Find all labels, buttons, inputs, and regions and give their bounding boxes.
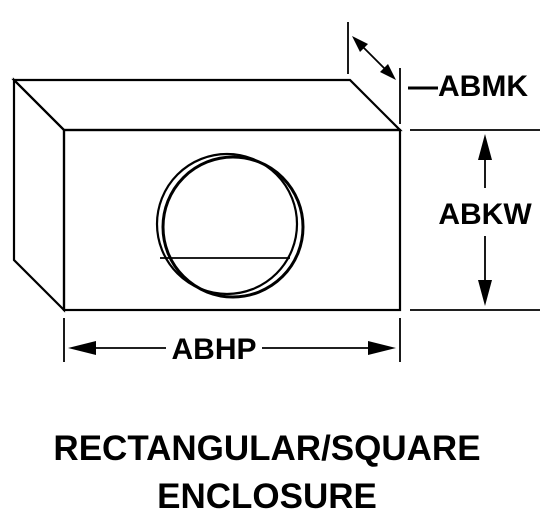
depth-dimension: —ABMK bbox=[347, 22, 528, 124]
width-label: ABHP bbox=[171, 333, 256, 366]
enclosure-box bbox=[11, 77, 403, 313]
height-dimension: ABKW bbox=[410, 129, 540, 311]
depth-arrowhead-lower bbox=[380, 64, 396, 80]
caption-line-1: RECTANGULAR/SQUARE bbox=[53, 429, 480, 468]
width-dimension: ABHP bbox=[63, 318, 401, 366]
width-arrowhead-right bbox=[368, 341, 396, 355]
caption: RECTANGULAR/SQUARE ENCLOSURE bbox=[53, 429, 480, 516]
box-top-face bbox=[11, 78, 403, 132]
width-arrowhead-left bbox=[68, 341, 96, 355]
depth-label: —ABMK bbox=[408, 70, 528, 103]
box-side-face bbox=[12, 77, 66, 313]
circular-opening bbox=[155, 152, 305, 299]
box-front-face bbox=[62, 128, 402, 312]
height-arrowhead-top bbox=[478, 134, 492, 160]
opening-back-rim bbox=[161, 155, 305, 299]
depth-arrowhead-upper bbox=[352, 36, 368, 52]
opening-front-rim bbox=[155, 152, 299, 296]
height-label: ABKW bbox=[438, 198, 532, 231]
caption-line-2: ENCLOSURE bbox=[157, 477, 377, 516]
height-arrowhead-bottom bbox=[478, 280, 492, 306]
